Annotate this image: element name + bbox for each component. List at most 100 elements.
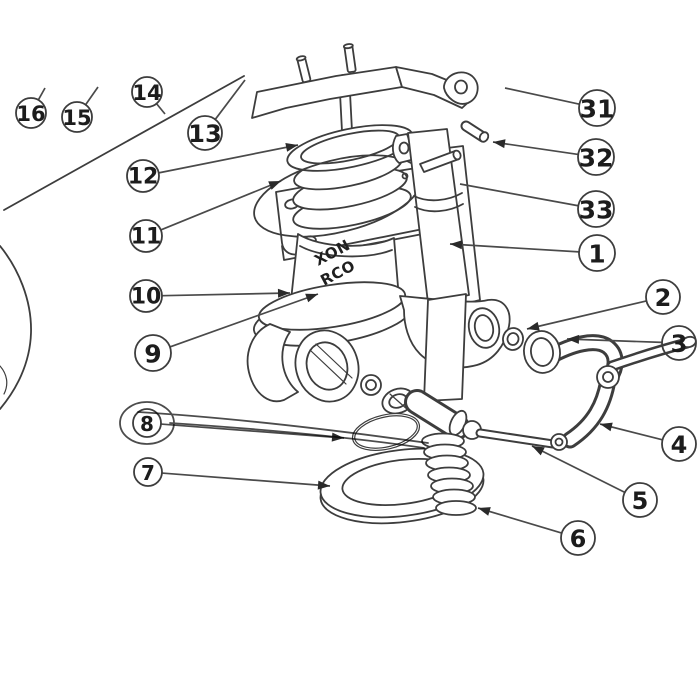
highlight-streak [119, 401, 429, 449]
balloon-circle-32 [577, 138, 615, 176]
stud-bolt-icon [342, 43, 357, 74]
arrowhead-icon [600, 422, 613, 432]
balloon-32: 32 [492, 138, 615, 176]
leader-line-9 [169, 293, 319, 348]
balloon-circle-7 [133, 457, 163, 487]
leader-line-31 [504, 87, 580, 106]
balloon-number-5: 5 [632, 487, 649, 515]
balloon-number-10: 10 [131, 285, 162, 310]
balloon-number-16: 16 [16, 102, 45, 126]
balloon-31: 31 [504, 87, 616, 127]
balloon-circle-8 [132, 408, 162, 438]
engine-outline [0, 75, 245, 410]
arrowhead-icon [277, 288, 290, 298]
balloon-4: 4 [599, 422, 697, 462]
balloon-number-15: 15 [62, 106, 91, 130]
primer-cylinder [392, 128, 481, 305]
balloon-11: 11 [129, 180, 282, 253]
balloon-circle-6 [560, 520, 596, 556]
leader-line-8 [160, 423, 345, 439]
washer-2 [502, 327, 524, 351]
balloon-circle-5 [622, 482, 658, 518]
leader-line-15 [84, 86, 99, 106]
leader-line-6 [477, 507, 562, 534]
arrowhead-icon [317, 480, 330, 490]
balloon-circle-11 [129, 219, 163, 253]
balloon-number-3: 3 [671, 330, 688, 358]
leader-line-10 [161, 292, 291, 297]
balloon-13: 13 [187, 79, 246, 151]
balloon-16: 16 [15, 87, 47, 129]
leader-line-3 [566, 338, 663, 344]
stud-bolt-icon [295, 55, 312, 84]
leader-line-5 [531, 445, 626, 494]
balloon-number-2: 2 [655, 284, 672, 312]
arrowhead-icon [478, 507, 491, 516]
leader-line-1 [449, 243, 580, 253]
balloon-1: 1 [449, 234, 616, 272]
balloon-number-13: 13 [188, 120, 221, 148]
balloon-number-31: 31 [580, 95, 615, 124]
arrowhead-icon [450, 240, 463, 250]
arrowhead-icon [532, 446, 545, 456]
balloon-circle-33 [577, 190, 615, 228]
leader-line-33 [459, 183, 579, 207]
balloon-14: 14 [131, 76, 166, 115]
balloon-9: 9 [134, 293, 319, 372]
arrowhead-icon [285, 142, 298, 152]
balloon-12: 12 [126, 142, 299, 193]
balloon-number-14: 14 [132, 81, 161, 105]
balloon-number-33: 33 [579, 196, 614, 225]
balloon-number-11: 11 [131, 225, 162, 250]
leader-line-16 [37, 87, 46, 101]
balloon-circle-31 [578, 89, 616, 127]
balloon-number-8: 8 [140, 412, 154, 436]
spring-6 [421, 432, 477, 516]
leader-line-12 [158, 144, 299, 174]
balloon-15: 15 [61, 86, 99, 133]
balloon-circle-16 [15, 97, 47, 129]
balloon-6: 6 [477, 507, 596, 556]
leader-line-13 [214, 79, 246, 120]
highlighter-band-2 [169, 422, 425, 449]
arrowhead-icon [268, 181, 281, 190]
arrowhead-icon [493, 139, 506, 149]
balloon-number-32: 32 [579, 144, 614, 173]
top-bracket-assembly [251, 43, 479, 151]
arrowhead-icon [567, 334, 580, 344]
balloon-circle-13 [187, 115, 223, 151]
lever-arm-4 [540, 334, 697, 451]
balloon-5: 5 [531, 445, 658, 518]
leader-line-2 [526, 300, 647, 330]
leader-line-14 [155, 103, 166, 115]
balloon-number-7: 7 [141, 461, 155, 485]
balloon-circle-12 [126, 159, 160, 193]
balloon-2: 2 [526, 279, 681, 331]
pin-32 [460, 120, 490, 143]
balloon-circle-1 [578, 234, 616, 272]
balloon-number-12: 12 [128, 165, 159, 190]
balloon-circle-10 [129, 279, 163, 313]
leader-line-11 [160, 180, 282, 231]
plunger-assembly [404, 293, 558, 449]
balloon-number-1: 1 [588, 240, 605, 269]
balloon-circle-3 [661, 325, 697, 361]
balloon-circle-2 [645, 279, 681, 315]
side-rod-33 [419, 149, 462, 173]
arrowhead-icon [527, 321, 540, 331]
balloon-3: 3 [566, 325, 697, 361]
ring-3 [523, 330, 561, 374]
highlighter-band [137, 411, 429, 444]
balloon-10: 10 [129, 279, 291, 313]
balloon-7: 7 [133, 457, 331, 490]
balloon-circle-14 [131, 76, 163, 108]
balloon-number-4: 4 [671, 431, 688, 459]
leader-line-7 [161, 472, 331, 487]
arrowhead-icon [305, 293, 318, 303]
balloon-circle-4 [661, 426, 697, 462]
o-ring-8 [351, 413, 421, 451]
balloon-number-9: 9 [144, 340, 161, 369]
